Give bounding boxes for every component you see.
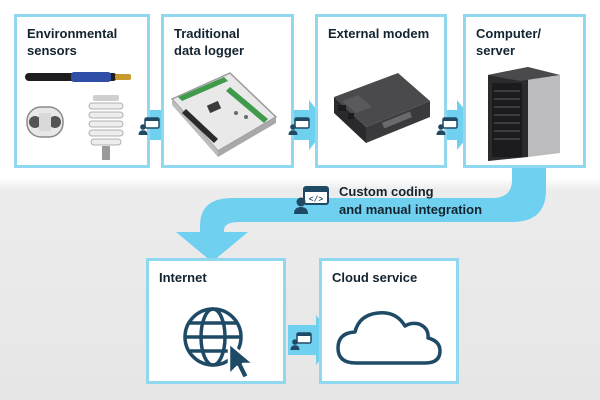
developer-at-code-window-icon: [436, 117, 458, 135]
integration-note: Custom coding and manual integration: [339, 183, 529, 219]
node-title: External modem: [328, 26, 430, 41]
node-title: Cloud service: [332, 270, 418, 285]
node-internet: Internet: [146, 258, 286, 384]
node-title: Computer/ server: [476, 26, 541, 58]
node-environmental-sensors: Environmental sensors: [14, 14, 150, 168]
sensor-devices-icon: [25, 72, 131, 160]
integration-note-line-1: Custom coding: [339, 184, 434, 199]
node-title: Internet: [159, 270, 207, 285]
node-title: Environmental sensors: [27, 26, 118, 58]
integration-note-line-2: and manual integration: [339, 202, 483, 217]
developer-at-code-window-icon: [138, 117, 160, 135]
node-traditional-data-logger: Traditional data logger: [161, 14, 294, 168]
developer-at-code-window-icon: [290, 332, 312, 350]
developer-at-code-window-icon: </>: [294, 186, 329, 214]
cloud-icon: [336, 311, 442, 365]
globe-cursor-icon: [183, 307, 256, 381]
node-external-modem: External modem: [315, 14, 447, 168]
data-logger-icon: [170, 72, 278, 157]
developer-at-code-window-icon: [288, 117, 310, 135]
node-computer-server: Computer/ server: [463, 14, 586, 168]
svg-text:</>: </>: [309, 196, 324, 205]
node-cloud-service: Cloud service: [319, 258, 459, 384]
node-title: Traditional data logger: [174, 26, 245, 58]
modem-icon: [334, 73, 430, 143]
tower-server-icon: [488, 67, 560, 161]
